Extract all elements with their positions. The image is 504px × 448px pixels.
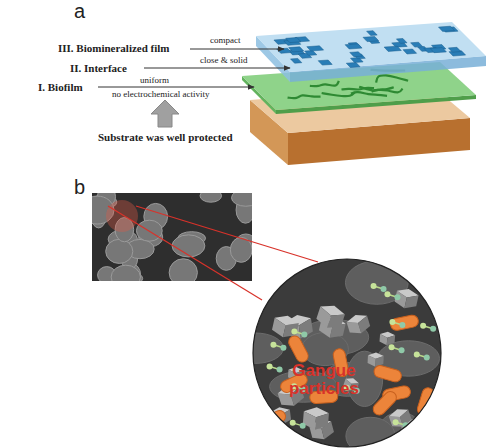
mineral-crystal [396,39,407,44]
mineral-cube [347,319,362,336]
molecule [300,423,306,429]
biofilm-strand [341,88,374,90]
mineral-crystal [448,47,461,52]
molecule [393,419,399,425]
mineral-cube [414,424,429,444]
mineral-cube [389,413,403,430]
up-arrow [151,100,179,127]
biofilm-strand [322,92,355,96]
gangue-particle [252,258,279,282]
molecule [430,326,436,332]
sem-particle [172,235,205,257]
mineral-crystal [363,37,379,42]
sem-particle [232,193,252,206]
molecule [399,322,405,328]
molecule [414,351,420,357]
bacterium [390,314,420,331]
biofilm-strand [351,92,387,96]
circle-outline [252,258,442,448]
gangue-particle [346,417,395,448]
gangue-particle [252,333,283,363]
node-label: Gangue particles [274,362,374,398]
mineral-cube [327,311,345,332]
molecule [371,283,377,289]
mineral-crystal [411,42,423,47]
biofilm-strand [376,75,408,82]
molecule [389,319,395,325]
molecule [277,367,283,373]
mineral-crystal [318,60,332,65]
mineral-crystal [291,58,302,63]
molecule [394,294,400,300]
mineral-crystal [307,46,324,51]
mineral-film-top [256,22,486,72]
leader-arrow [144,68,290,69]
molecule [275,270,281,276]
molecule [381,286,387,292]
panel-letter: b [74,176,85,198]
mineral-cube [357,316,372,333]
molecule [268,270,278,273]
mineral-crystal [439,26,455,31]
zoom-line [108,206,262,300]
sem-particle [200,193,222,202]
mineral-crystal [403,49,417,54]
leader-arrow [190,49,284,50]
mineral-crystal [345,44,362,49]
molecule [290,420,296,426]
sem-particle [111,265,140,281]
molecule [420,323,426,329]
molecule [384,291,390,297]
gangue-particle [252,258,285,286]
mineral-crystal [367,31,378,36]
layer-label: I. Biofilm [38,81,83,93]
mineral-crystal [430,48,446,53]
mineral-crystal [346,63,360,68]
sem-particle [106,239,133,263]
mineral-cube [379,334,387,345]
bacterium [287,334,311,364]
layer-label: II. Interface [70,62,127,74]
molecule [424,354,430,360]
mineral-crystal [384,46,401,51]
molecule [267,364,273,370]
bacterium [257,408,287,431]
circle-border [253,259,441,447]
layer-label: Substrate was well protected [98,131,233,143]
mineral-cube [367,355,375,366]
molecule [399,347,405,353]
molecule [270,342,276,348]
mineral-crystal [350,52,363,57]
mineral-cube [315,412,329,431]
mineral-crystal [286,38,301,43]
arrow-note: compact [210,36,241,46]
arrow-note: close & solid [200,56,248,66]
mineral-crystal [289,47,304,52]
panel-letter: a [74,0,85,22]
mineral-cube [298,318,314,338]
mineral-cube [404,293,418,310]
molecule [291,329,297,335]
bacterium [373,364,403,383]
mineral-cube [387,335,395,346]
molecule [389,344,395,350]
gangue-particle [345,261,408,304]
molecule [280,345,286,351]
layer-label: III. Biomineralized film [58,42,170,54]
zoom-region [106,200,138,232]
bacterium [371,389,399,418]
arrow-note: uniform [140,76,169,86]
arrow-note: no electrochemical activity [112,90,209,100]
molecule [265,267,271,273]
biofilm-strand [288,95,321,98]
zoom-circle: Gangue particles [252,258,442,448]
zoom-line [136,206,318,262]
sem-particle [169,259,197,281]
bacterium [257,408,286,435]
leader-arrow [98,87,254,88]
biofilm-strand [310,81,339,86]
molecule [301,332,307,338]
